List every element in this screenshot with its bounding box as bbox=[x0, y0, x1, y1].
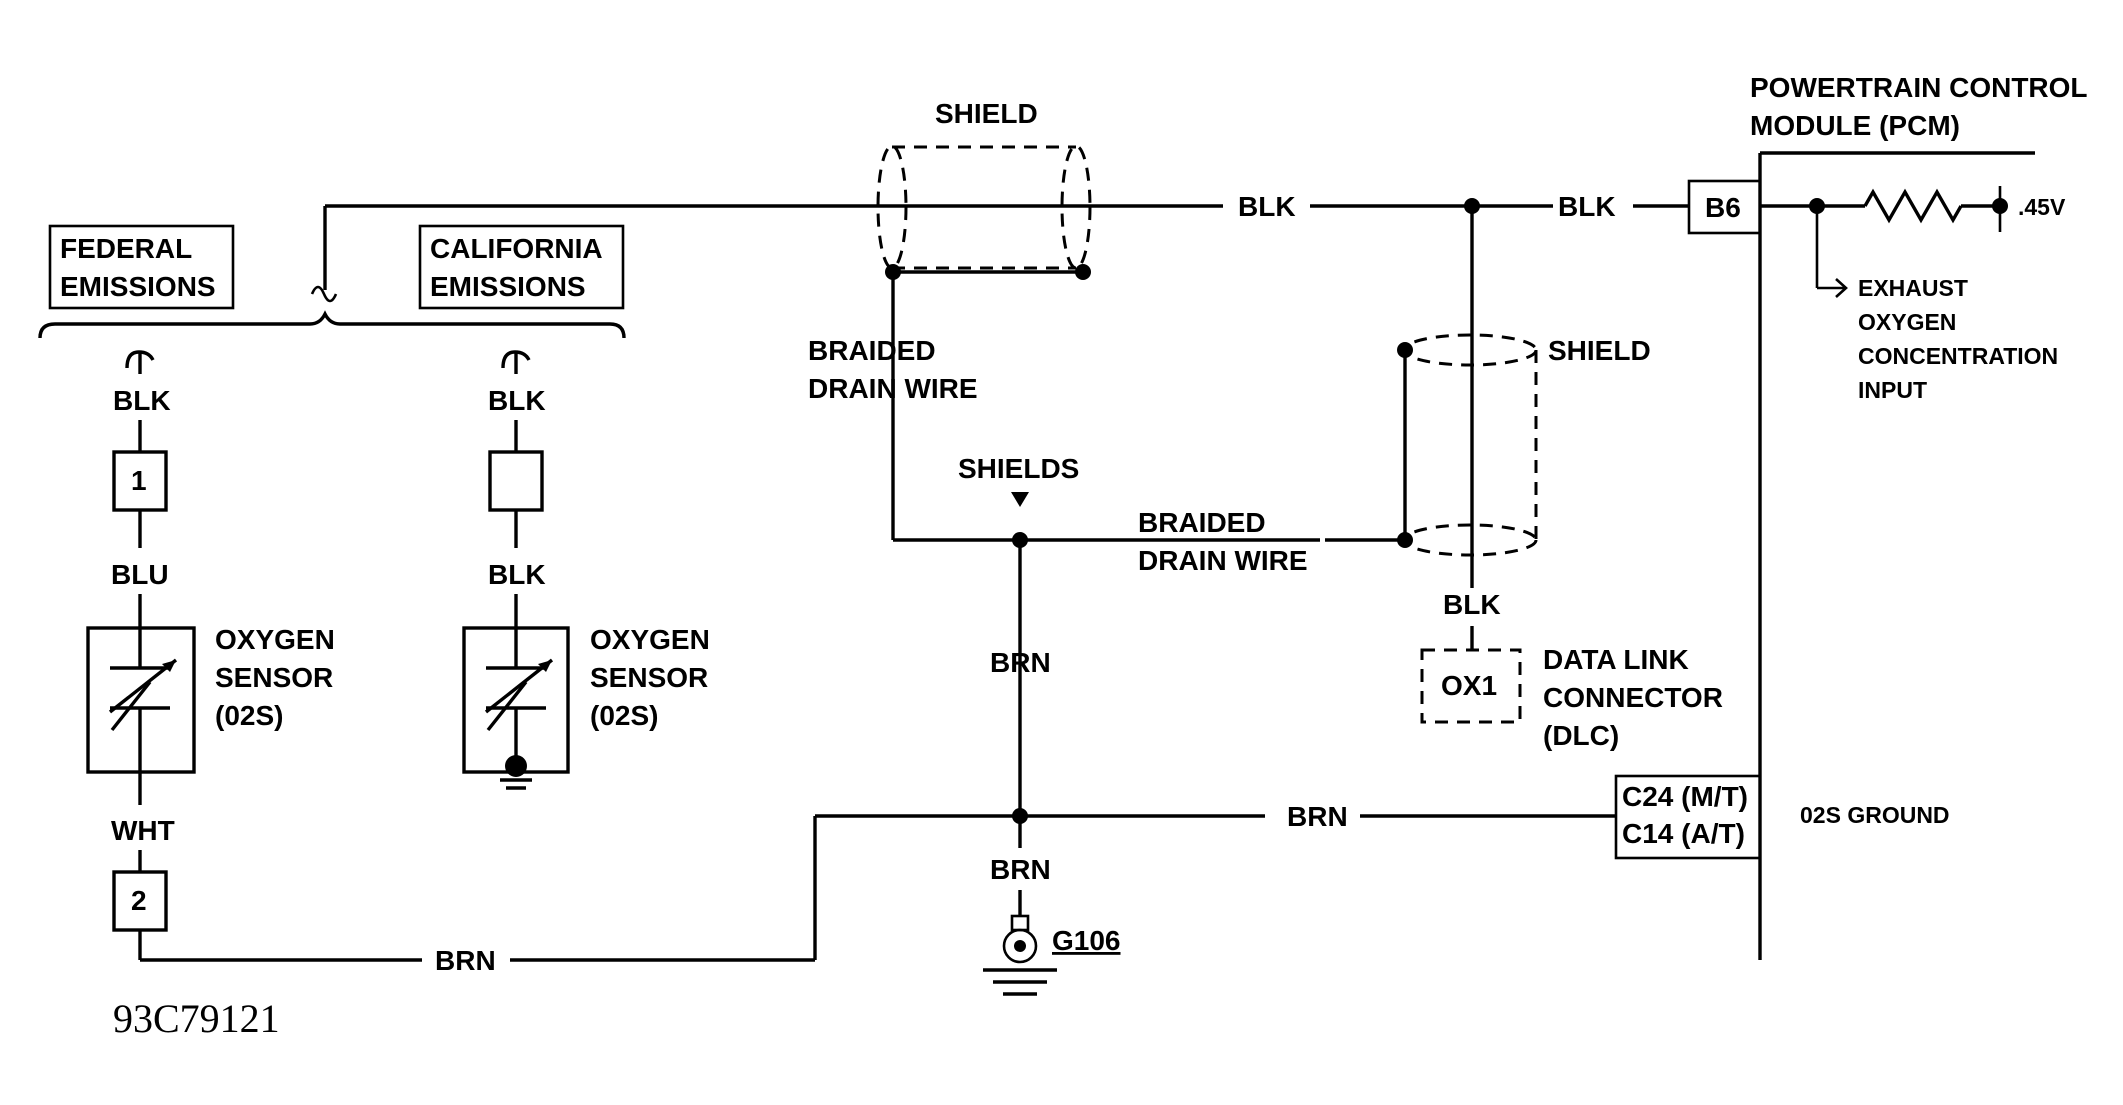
federal-emissions-box: FEDERAL EMISSIONS bbox=[48, 224, 235, 310]
wire-color-brn-shield-drop: BRN bbox=[990, 647, 1051, 678]
federal-sensor-line-3: (02S) bbox=[215, 700, 283, 731]
federal-emissions-line-1: FEDERAL bbox=[60, 233, 192, 264]
drain-wire-left-line-1: BRAIDED bbox=[808, 335, 936, 366]
wire-color-california-upper: BLK bbox=[488, 385, 546, 416]
federal-pin-2: 2 bbox=[131, 885, 147, 916]
california-sensor-line-1: OXYGEN bbox=[590, 624, 710, 655]
pcm-input-line-3: CONCENTRATION bbox=[1858, 343, 2058, 369]
california-sensor-line-2: SENSOR bbox=[590, 662, 708, 693]
california-emissions-box: CALIFORNIA EMISSIONS bbox=[418, 224, 625, 310]
wire-color-federal-mid: BLU bbox=[111, 559, 169, 590]
pcm-input-line-4: INPUT bbox=[1858, 377, 1927, 403]
top-signal-wire: BLK BLK bbox=[323, 191, 1688, 290]
wire-color-brn-ground: BRN bbox=[990, 854, 1051, 885]
federal-sensor-circuit: BLK 1 BLU OXYGEN SENSOR (02S) WHT 2 bbox=[86, 350, 335, 960]
pcm-pin-c24: C24 (M/T) bbox=[1622, 781, 1748, 812]
wire-color-blk-top-right: BLK bbox=[1558, 191, 1616, 222]
drain-wire-right-line-1: BRAIDED bbox=[1138, 507, 1266, 538]
braided-drain-wire-right: BRAIDED DRAIN WIRE bbox=[1138, 342, 1413, 576]
shield-label-right: SHIELD bbox=[1548, 335, 1651, 366]
drain-wire-left-line-2: DRAIN WIRE bbox=[808, 373, 978, 404]
pcm-input-line-1: EXHAUST bbox=[1858, 275, 1968, 301]
wire-color-brn-bottom: BRN bbox=[435, 945, 496, 976]
federal-sensor-line-2: SENSOR bbox=[215, 662, 333, 693]
pcm-title-line-1: POWERTRAIN CONTROL bbox=[1750, 72, 2088, 103]
california-sensor-line-3: (02S) bbox=[590, 700, 658, 731]
option-bracket bbox=[38, 285, 626, 339]
ground-wire-brn: BRN BRN bbox=[140, 801, 1616, 976]
california-sensor-circuit: BLK BLK OXYGEN SENSOR (02S) bbox=[462, 350, 710, 790]
ground-g106: BRN G106 bbox=[983, 816, 1121, 996]
dlc-label-line-2: CONNECTOR bbox=[1543, 682, 1723, 713]
california-emissions-line-2: EMISSIONS bbox=[430, 271, 586, 302]
figure-code: 93C79121 bbox=[113, 996, 280, 1041]
pcm-module: POWERTRAIN CONTROL MODULE (PCM) B6 .45V … bbox=[1614, 72, 2088, 960]
pcm-pin-b6: B6 bbox=[1705, 192, 1741, 223]
pcm-02s-ground-label: 02S GROUND bbox=[1800, 802, 1950, 828]
federal-emissions-line-2: EMISSIONS bbox=[60, 271, 216, 302]
right-shield: SHIELD bbox=[1402, 333, 1651, 557]
wire-color-brn-pcm: BRN bbox=[1287, 801, 1348, 832]
wire-color-federal-lower: WHT bbox=[111, 815, 175, 846]
dlc-label-line-1: DATA LINK bbox=[1543, 644, 1689, 675]
pcm-input-line-2: OXYGEN bbox=[1858, 309, 1956, 335]
shields-junction: SHIELDS BRN bbox=[958, 453, 1079, 824]
ground-label-g106: G106 bbox=[1052, 925, 1121, 956]
dlc-branch-wire: BLK bbox=[1443, 206, 1501, 650]
federal-pin-1: 1 bbox=[131, 465, 147, 496]
data-link-connector: OX1 DATA LINK CONNECTOR (DLC) bbox=[1420, 644, 1723, 751]
pcm-title-line-2: MODULE (PCM) bbox=[1750, 110, 1960, 141]
dlc-label-line-3: (DLC) bbox=[1543, 720, 1619, 751]
wire-color-blk-dlc: BLK bbox=[1443, 589, 1501, 620]
california-emissions-line-1: CALIFORNIA bbox=[430, 233, 603, 264]
shield-label-top: SHIELD bbox=[935, 98, 1038, 129]
federal-sensor-line-1: OXYGEN bbox=[215, 624, 335, 655]
pcm-reference-voltage: .45V bbox=[2018, 194, 2066, 220]
wire-color-blk-top-mid: BLK bbox=[1238, 191, 1296, 222]
drain-wire-right-line-2: DRAIN WIRE bbox=[1138, 545, 1308, 576]
dlc-pin-ox1: OX1 bbox=[1441, 670, 1497, 701]
top-shield: SHIELD bbox=[876, 98, 1092, 280]
shields-label: SHIELDS bbox=[958, 453, 1079, 484]
braided-drain-wire-left: BRAIDED DRAIN WIRE bbox=[808, 272, 1320, 542]
wire-color-california-mid: BLK bbox=[488, 559, 546, 590]
pcm-pin-c14: C14 (A/T) bbox=[1622, 818, 1745, 849]
wire-color-federal-upper: BLK bbox=[113, 385, 171, 416]
